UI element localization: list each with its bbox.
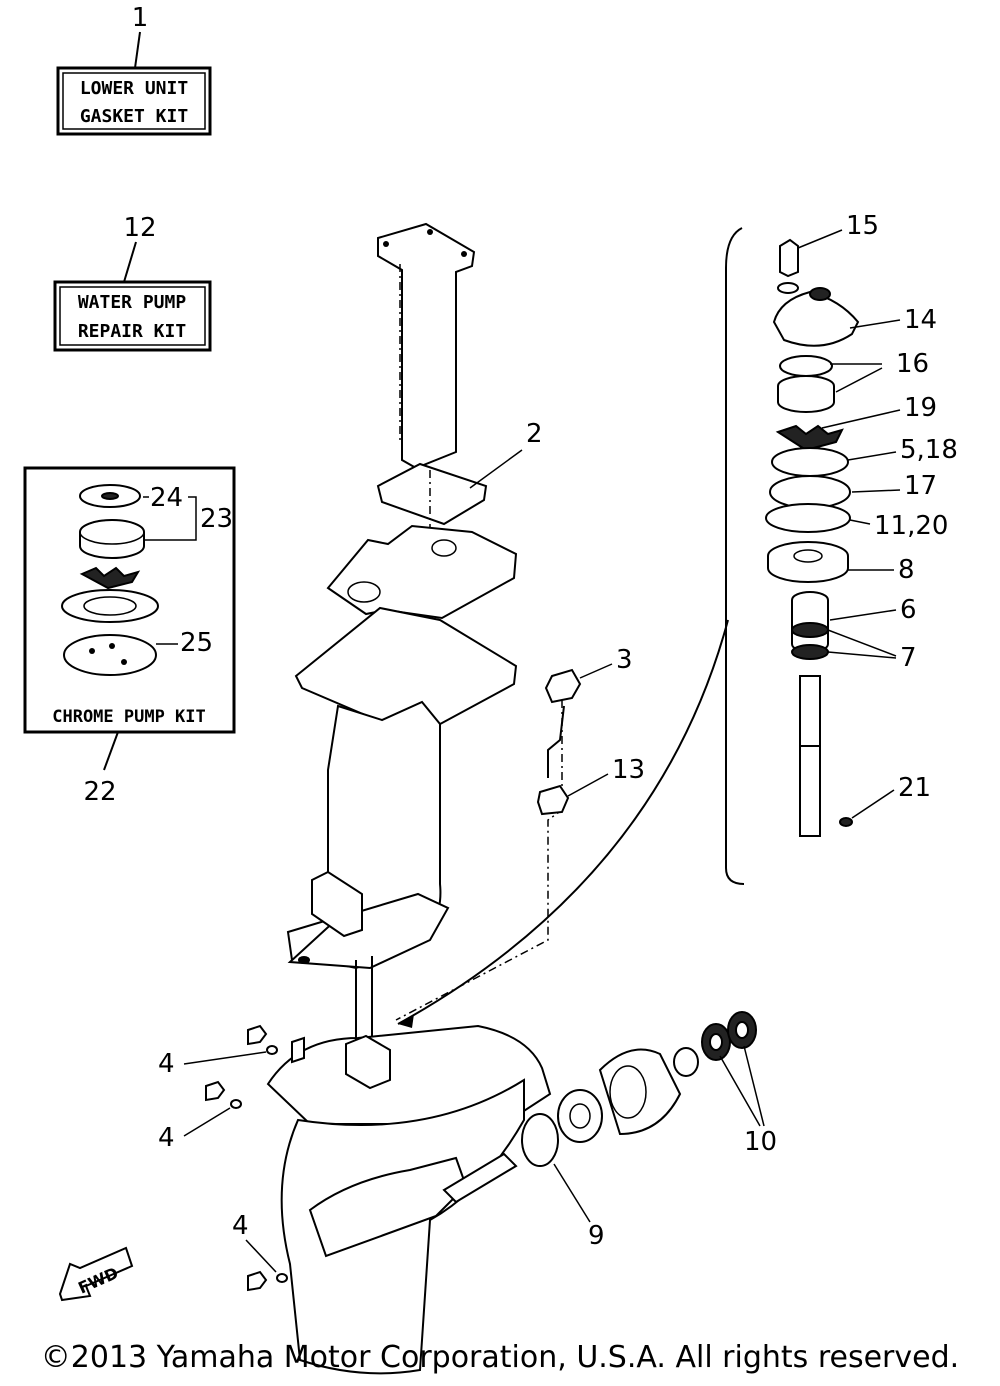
kit-title: CHROME PUMP KIT [52,707,206,727]
callout-13: 13 [612,755,645,785]
kit-label-line1: LOWER UNIT [80,78,189,99]
kit-impeller [79,566,141,590]
callout-24: 24 [150,483,183,513]
bearing-housing-assembly: 9 10 [442,1011,777,1251]
impeller-19 [775,424,844,452]
kit-label-line1: WATER PUMP [78,292,187,313]
callout-3: 3 [616,645,633,675]
kit-impeller-housing-23 [79,519,145,559]
callout-17: 17 [904,471,937,501]
kit-plate-25 [63,634,157,676]
callout-1: 1 [132,3,149,33]
callout-4b: 4 [158,1123,175,1153]
o-ring-9 [521,1113,559,1167]
pump-housing-14 [772,290,860,347]
plate-gasket [326,524,518,620]
kit-label-line2: GASKET KIT [80,106,189,127]
callout-11-20: 11,20 [874,511,948,541]
forward-direction-arrow: FWD [58,1246,134,1302]
water-pump-stack: 15 14 16 19 5,18 17 11,20 8 6 7 21 [725,211,958,885]
callout-7: 7 [900,643,917,673]
copyright-notice: ©2013 Yamaha Motor Corporation, U.S.A. A… [40,1340,960,1375]
callout-2: 2 [526,419,543,449]
callout-8: 8 [898,555,915,585]
water-tube-assembly: 3 13 [395,645,645,1021]
callout-9: 9 [588,1221,605,1251]
callout-16: 16 [896,349,929,379]
drive-shaft-housing [286,222,518,970]
gasket-11-20 [765,503,851,533]
callout-25: 25 [180,628,213,658]
callout-22: 22 [83,777,116,807]
gasket-5-18 [771,447,849,477]
bearing-housing [598,1048,682,1136]
callout-23: 23 [200,504,233,534]
assembly-arrow [397,619,729,1025]
lower-unit-gasket-kit: 1 LOWER UNIT GASKET KIT [56,3,212,136]
gasket-2 [376,462,488,526]
callout-4a: 4 [158,1049,175,1079]
callout-4c: 4 [232,1211,249,1241]
upper-casing-plate [294,606,518,738]
lower-unit-gearcase [266,956,552,1375]
chrome-pump-kit: 24 23 25 CHROME PUMP KIT 22 [23,466,236,807]
callout-12: 12 [123,213,156,243]
bolt-15 [779,238,799,278]
insert-16 [777,375,835,413]
callout-19: 19 [904,393,937,423]
screws-4: 4 4 4 [158,1024,288,1292]
callout-10: 10 [744,1127,777,1157]
drive-shaft [799,745,821,837]
callout-21: 21 [898,773,931,803]
callout-6: 6 [900,595,917,625]
callout-5-18: 5,18 [900,435,958,465]
kit-label-line2: REPAIR KIT [78,321,187,342]
water-pump-repair-kit: 12 WATER PUMP REPAIR KIT [53,213,212,352]
key-21 [839,817,853,827]
callout-14: 14 [904,305,937,335]
kit-gasket [61,589,159,623]
propeller-shaft [442,1152,518,1204]
callout-15: 15 [846,211,879,241]
